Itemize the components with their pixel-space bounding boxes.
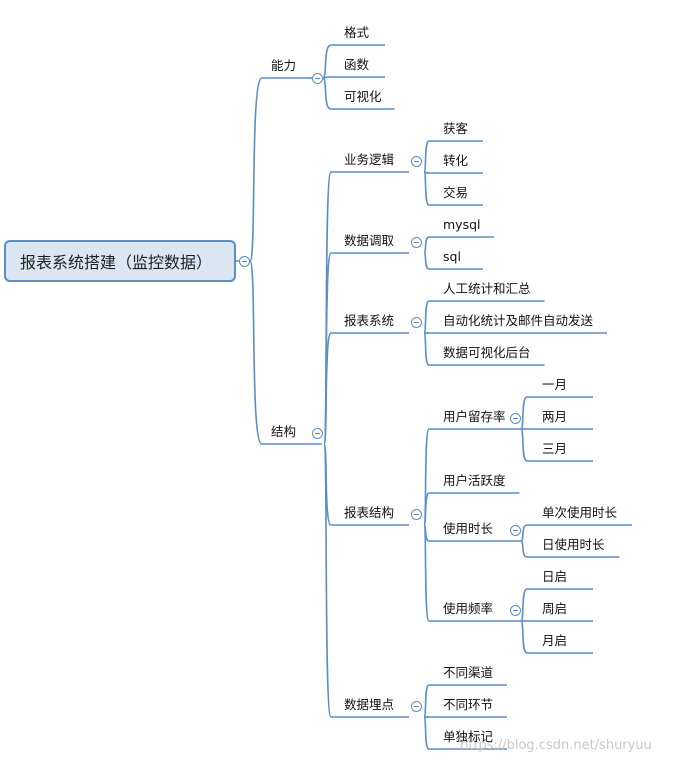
subgroup-node[interactable]: 使用时长 (443, 521, 494, 536)
connector-curve (423, 524, 430, 622)
leaf-node[interactable]: 周启 (542, 601, 568, 616)
connector-curve (520, 540, 528, 558)
connector-curve (423, 171, 430, 206)
collapse-icon[interactable] (411, 701, 422, 712)
group-node[interactable]: 数据埋点 (344, 697, 395, 712)
leaf-node[interactable]: 两月 (542, 409, 568, 424)
leaf-node[interactable]: 函数 (344, 57, 370, 72)
leaf-node[interactable]: 用户活跃度 (443, 473, 506, 488)
leaf-node[interactable]: 三月 (542, 441, 568, 456)
leaf-node[interactable]: 交易 (443, 185, 469, 200)
collapse-icon[interactable] (411, 317, 422, 328)
leaf-node[interactable]: 单独标记 (443, 729, 494, 744)
branch-node[interactable]: 结构 (271, 424, 297, 439)
connector-curve (423, 252, 430, 270)
leaf-node[interactable]: 月启 (542, 633, 568, 648)
watermark: https://blog.csdn.net/shuryuu (460, 738, 652, 753)
leaf-node[interactable]: 获客 (443, 121, 469, 136)
root-node[interactable]: 报表系统搭建（监控数据） (4, 240, 236, 282)
root-node-label: 报表系统搭建（监控数据） (20, 253, 213, 272)
subgroup-node[interactable]: 使用频率 (443, 601, 494, 616)
connector-curve (423, 140, 430, 173)
leaf-node[interactable]: 日使用时长 (542, 537, 605, 552)
collapse-icon[interactable] (411, 156, 422, 167)
connector-curve (323, 443, 332, 718)
connector-curve (249, 77, 263, 262)
leaf-node[interactable]: mysql (443, 217, 481, 232)
connector-curve (423, 332, 430, 366)
leaf-node[interactable]: 数据可视化后台 (443, 345, 531, 360)
leaf-node[interactable]: 转化 (443, 153, 469, 168)
group-node[interactable]: 报表结构 (344, 505, 395, 520)
connector-curve (520, 524, 528, 542)
collapse-icon[interactable] (312, 428, 323, 439)
connector-curve (520, 396, 528, 430)
leaf-node[interactable]: 可视化 (344, 89, 382, 104)
branch-node[interactable]: 能力 (271, 58, 297, 73)
collapse-icon[interactable] (510, 525, 521, 536)
collapse-icon[interactable] (239, 256, 250, 267)
collapse-icon[interactable] (312, 73, 323, 84)
leaf-node[interactable]: 不同渠道 (443, 665, 494, 680)
collapse-icon[interactable] (510, 413, 521, 424)
connector-curve (322, 77, 332, 110)
leaf-node[interactable]: 人工统计和汇总 (443, 281, 531, 296)
collapse-icon[interactable] (411, 509, 422, 520)
group-node[interactable]: 报表系统 (344, 313, 395, 328)
connector-curve (249, 260, 263, 445)
leaf-node[interactable]: 格式 (344, 25, 370, 40)
group-node[interactable]: 业务逻辑 (344, 152, 395, 167)
connector-curve (520, 620, 528, 654)
leaf-node[interactable]: 自动化统计及邮件自动发送 (443, 313, 594, 328)
connector-curve (423, 300, 430, 334)
connector-curve (520, 588, 528, 622)
collapse-icon[interactable] (411, 237, 422, 248)
leaf-node[interactable]: 一月 (542, 377, 568, 392)
connector-curve (423, 236, 430, 254)
leaf-node[interactable]: 不同环节 (443, 697, 494, 712)
connector-curve (520, 428, 528, 462)
connector-curve (423, 428, 430, 526)
collapse-icon[interactable] (510, 605, 521, 616)
connector-curve (322, 44, 332, 79)
group-node[interactable]: 数据调取 (344, 233, 395, 248)
leaf-node[interactable]: 单次使用时长 (542, 505, 618, 520)
leaf-node[interactable]: sql (443, 249, 461, 264)
connector-curve (323, 332, 332, 445)
connector-curve (423, 492, 430, 526)
connector-curve (423, 716, 430, 750)
leaf-node[interactable]: 日启 (542, 569, 568, 584)
subgroup-node[interactable]: 用户留存率 (443, 409, 506, 424)
connector-curve (423, 684, 430, 718)
